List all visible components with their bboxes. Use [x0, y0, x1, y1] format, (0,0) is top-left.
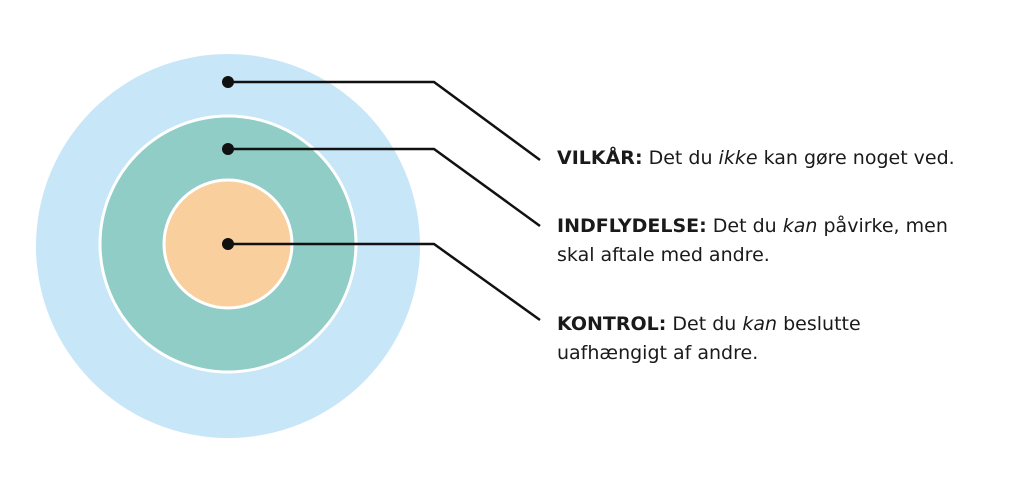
emphasis-kontrol: kan — [742, 313, 778, 335]
term-vilkar: VILKÅR: — [557, 147, 643, 169]
emphasis-indflydelse: kan — [782, 215, 818, 237]
term-kontrol: KONTROL: — [557, 313, 667, 335]
emphasis-vilkar: ikke — [718, 147, 758, 169]
label-vilkar-text: Det du — [642, 147, 719, 169]
label-indflydelse-line2: skal aftale med andre. — [557, 244, 770, 266]
leader-line-vilkar — [222, 76, 541, 162]
label-kontrol: KONTROL: Det du kan beslutte uafhængigt a… — [557, 310, 1007, 368]
label-kontrol-text-end: beslutte — [777, 313, 861, 335]
leader-line-indflydelse — [222, 143, 541, 228]
marker-dot-vilkar — [222, 76, 234, 88]
label-indflydelse-text: Det du — [706, 215, 783, 237]
marker-dot-indflydelse — [222, 143, 234, 155]
label-indflydelse-text-end: påvirke, men — [817, 215, 948, 237]
label-indflydelse: INDFLYDELSE: Det du kan påvirke, men skal… — [557, 212, 1007, 270]
label-vilkar: VILKÅR: Det du ikke kan gøre noget ved. — [557, 144, 1007, 173]
marker-dot-kontrol — [222, 238, 234, 250]
term-indflydelse: INDFLYDELSE: — [557, 215, 707, 237]
label-vilkar-text-end: kan gøre noget ved. — [757, 147, 955, 169]
leader-line-kontrol — [222, 238, 541, 322]
label-kontrol-text: Det du — [666, 313, 743, 335]
label-kontrol-line2: uafhængigt af andre. — [557, 342, 759, 364]
